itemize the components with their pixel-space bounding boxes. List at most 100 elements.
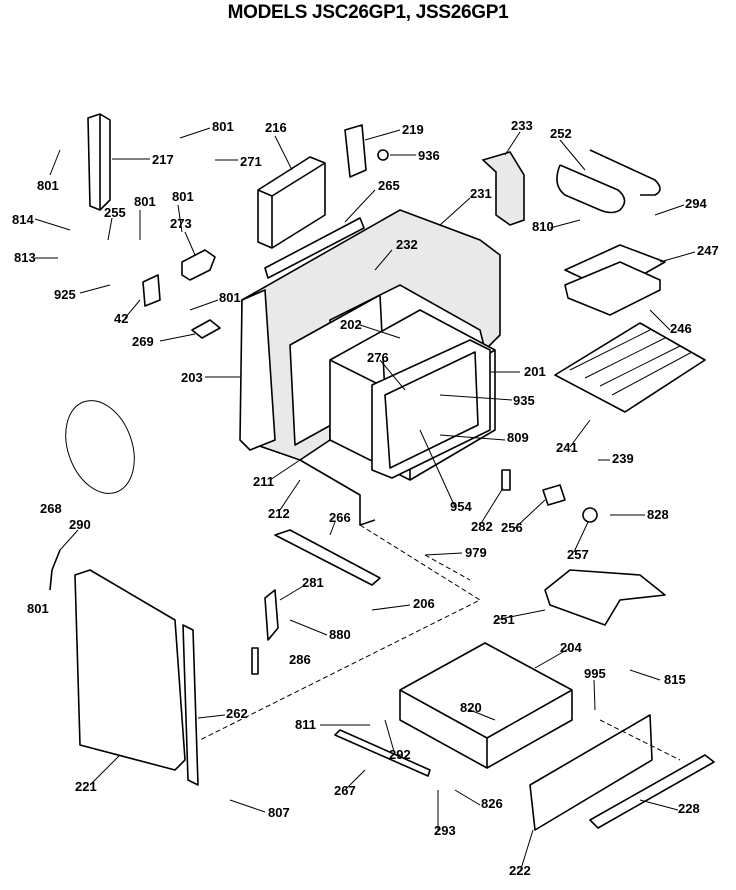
part-label: 936 — [418, 148, 440, 163]
part-241-rack-wires — [569, 329, 693, 396]
part-label: 241 — [556, 440, 578, 455]
part-labels: 801 216 219 936 233 252 217 271 801 265 … — [12, 118, 719, 878]
part-211-frame — [371, 339, 491, 479]
part-282-bulb — [501, 469, 511, 491]
part-label: 995 — [584, 666, 606, 681]
part-label: 255 — [104, 205, 126, 220]
part-label: 809 — [507, 430, 529, 445]
part-label: 203 — [181, 370, 203, 385]
part-label: 201 — [524, 364, 546, 379]
part-label: 212 — [268, 506, 290, 521]
part-label: 232 — [396, 237, 418, 252]
part-222-drawer-front — [529, 714, 653, 831]
part-label: 801 — [27, 601, 49, 616]
part-219-bracket — [344, 124, 367, 178]
part-label: 216 — [265, 120, 287, 135]
part-252-element — [556, 149, 661, 214]
part-216-duct — [257, 156, 326, 249]
part-label: 269 — [132, 334, 154, 349]
part-42-plate — [142, 274, 161, 307]
part-203-side-panel — [239, 289, 276, 451]
part-286-spring — [251, 647, 259, 675]
part-label: 935 — [513, 393, 535, 408]
part-label: 262 — [226, 706, 248, 721]
diagram-title: MODELS JSC26GP1, JSS26GP1 — [227, 2, 509, 23]
part-label: 228 — [678, 801, 700, 816]
part-241-rack — [554, 322, 706, 413]
part-label: 267 — [334, 783, 356, 798]
part-label: 221 — [75, 779, 97, 794]
part-266-rail — [274, 529, 381, 586]
part-251-element — [544, 569, 666, 626]
part-label: 294 — [685, 196, 707, 211]
part-281-hinge — [264, 589, 279, 641]
part-label: 815 — [664, 672, 686, 687]
part-204-drawer — [399, 642, 573, 769]
part-label: 257 — [567, 547, 589, 562]
part-label: 281 — [302, 575, 324, 590]
part-label: 252 — [550, 126, 572, 141]
part-label: 239 — [612, 451, 634, 466]
part-label: 204 — [560, 640, 582, 655]
part-label: 293 — [434, 823, 456, 838]
part-label: 286 — [289, 652, 311, 667]
part-label: 211 — [253, 474, 274, 489]
part-228-trim — [589, 754, 715, 829]
part-267-rail — [334, 729, 431, 777]
part-273-bracket — [181, 249, 216, 281]
part-label: 979 — [465, 545, 487, 560]
part-label: 820 — [460, 700, 482, 715]
part-label: 271 — [240, 154, 262, 169]
part-label: 42 — [114, 311, 128, 326]
part-268-detail-circle — [65, 400, 135, 494]
part-262-trim — [182, 624, 199, 786]
part-label: 826 — [481, 796, 503, 811]
part-269-bracket — [191, 319, 221, 339]
part-212-front-frame — [299, 459, 376, 526]
leader-lines — [34, 127, 696, 873]
part-label: 282 — [471, 519, 493, 534]
part-label: 811 — [295, 717, 316, 732]
part-label: 801 — [219, 290, 241, 305]
part-label: 273 — [170, 216, 192, 231]
part-label: 265 — [378, 178, 400, 193]
part-265-channel — [264, 217, 365, 279]
part-label: 233 — [511, 118, 533, 133]
part-label: 880 — [329, 627, 351, 642]
part-label: 925 — [54, 287, 76, 302]
part-290-bracket — [49, 549, 61, 591]
part-label: 801 — [37, 178, 59, 193]
part-256-switch — [542, 484, 566, 506]
part-label: 801 — [134, 194, 156, 209]
part-257-knob — [582, 507, 598, 523]
part-label: 217 — [152, 152, 174, 167]
part-label: 290 — [69, 517, 91, 532]
part-label: 231 — [470, 186, 492, 201]
part-936-nut — [377, 149, 389, 161]
part-label: 807 — [268, 805, 290, 820]
part-label: 292 — [389, 747, 411, 762]
part-label: 276 — [367, 350, 389, 365]
part-label: 256 — [501, 520, 523, 535]
part-label: 266 — [329, 510, 351, 525]
part-label: 813 — [14, 250, 36, 265]
part-label: 206 — [413, 596, 435, 611]
part-221-side-panel — [74, 569, 186, 771]
part-label: 219 — [402, 122, 424, 137]
part-217-bracket — [87, 113, 111, 211]
part-label: 246 — [670, 321, 692, 336]
part-label: 222 — [509, 863, 531, 878]
part-233-duct — [481, 151, 525, 226]
part-label: 251 — [493, 612, 515, 627]
part-label: 202 — [340, 317, 362, 332]
part-label: 954 — [450, 499, 472, 514]
parts — [49, 113, 715, 831]
part-label: 801 — [212, 119, 234, 134]
part-label: 828 — [647, 507, 669, 522]
part-246-broiler-pan — [564, 261, 661, 316]
part-label: 814 — [12, 212, 34, 227]
part-label: 801 — [172, 189, 194, 204]
part-label: 268 — [40, 501, 62, 516]
part-label: 810 — [532, 219, 554, 234]
